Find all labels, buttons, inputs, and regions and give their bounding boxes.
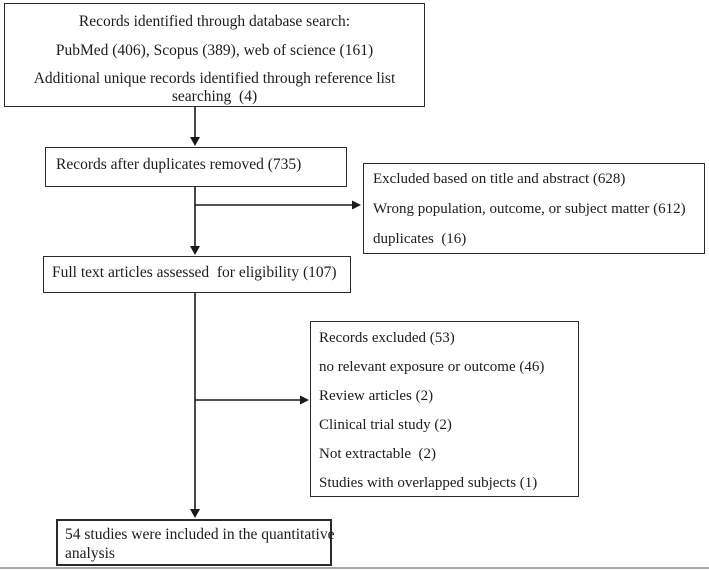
excluded-title-abstract-line: Excluded based on title and abstract (62…	[373, 171, 626, 187]
arrowhead-down-1	[190, 137, 200, 146]
records-excluded-line: Clinical trial study (2)	[319, 417, 452, 433]
identification-line: searching (4)	[171, 88, 258, 105]
included-quantitative-line: 54 studies were included in the quantita…	[65, 526, 335, 543]
records-excluded-line: Not extractable (2)	[319, 446, 437, 462]
records-excluded-line: Studies with overlapped subjects (1)	[319, 475, 538, 491]
figure-bottom-edge	[0, 567, 709, 569]
included-quantitative-line: analysis	[65, 545, 115, 562]
records-excluded-line: Records excluded (53)	[319, 330, 455, 346]
identification-line: Additional unique records identified thr…	[33, 70, 396, 87]
identification-line: Records identified through database sear…	[78, 13, 351, 30]
full-text-assessed-box: Full text articles assessed for eligibil…	[43, 256, 351, 293]
records-excluded-line: no relevant exposure or outcome (46)	[319, 359, 545, 375]
duplicates-removed-line: Records after duplicates removed (735)	[56, 156, 302, 173]
arrowhead-down-2	[190, 246, 200, 255]
arrowhead-right-2	[300, 395, 309, 405]
identification-line: PubMed (406), Scopus (389), web of scien…	[55, 42, 374, 59]
excluded-title-abstract-box: Excluded based on title and abstract (62…	[363, 163, 705, 254]
excluded-title-abstract-line: duplicates (16)	[373, 231, 467, 247]
arrowhead-down-3	[190, 509, 200, 518]
records-excluded-line: Review articles (2)	[319, 388, 434, 404]
identification-box: Records identified through database sear…	[4, 3, 425, 107]
included-quantitative-box: 54 studies were included in the quantita…	[56, 519, 335, 566]
full-text-assessed-line: Full text articles assessed for eligibil…	[52, 264, 337, 281]
duplicates-removed-box: Records after duplicates removed (735)	[45, 147, 347, 187]
records-excluded-box: Records excluded (53) no relevant exposu…	[310, 321, 579, 497]
arrowhead-right-1	[352, 200, 361, 210]
excluded-title-abstract-line: Wrong population, outcome, or subject ma…	[373, 201, 686, 217]
